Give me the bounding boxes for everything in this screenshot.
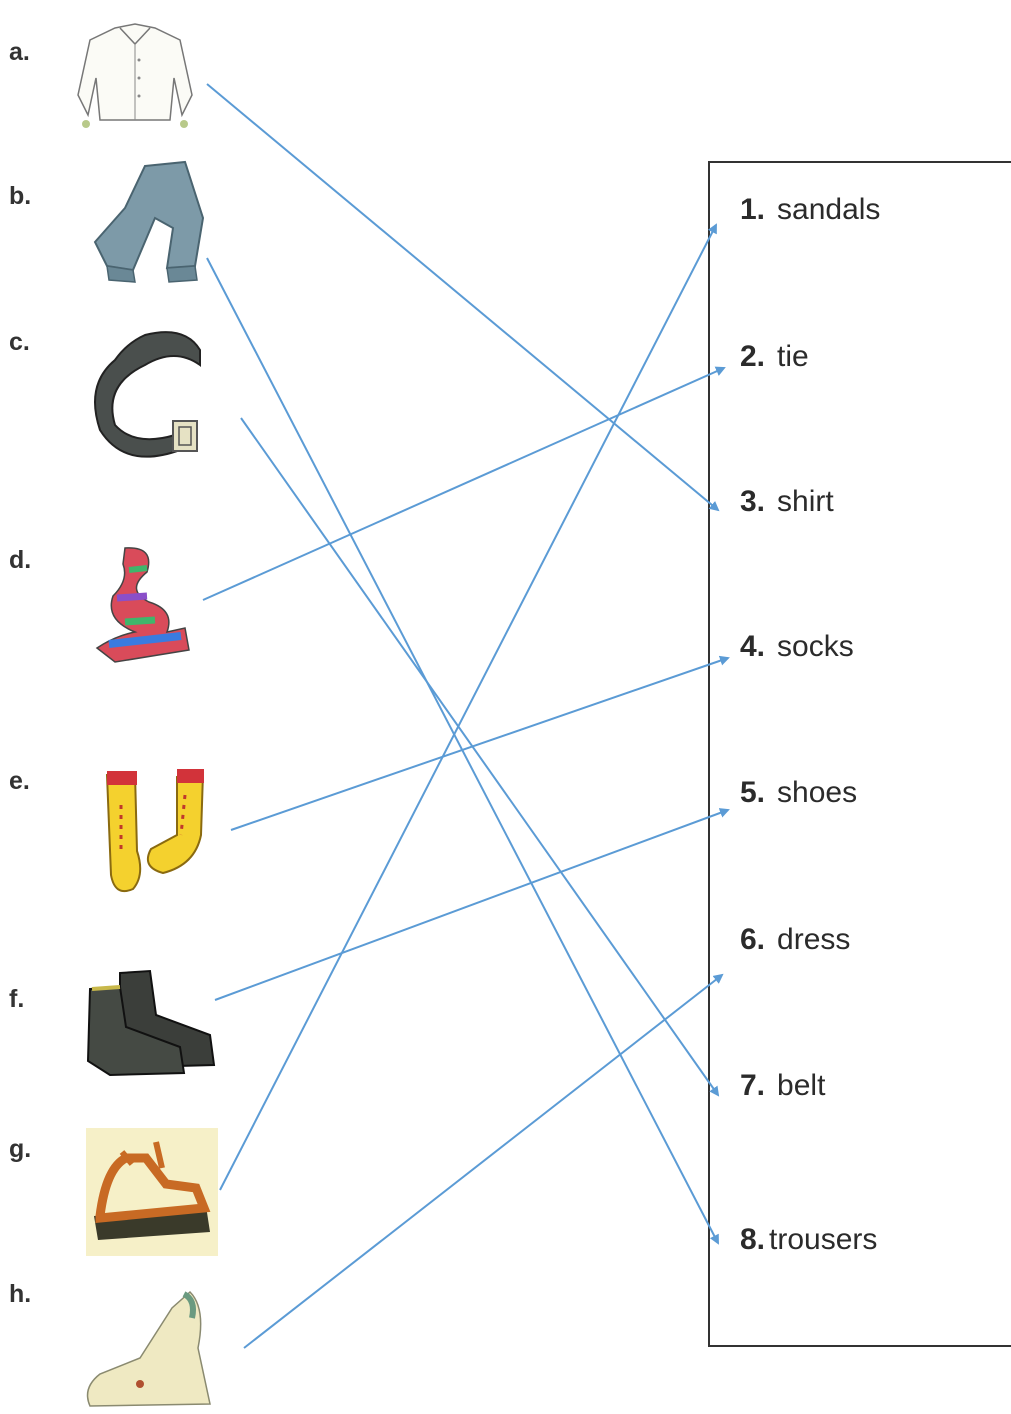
link-f-5 bbox=[214, 808, 730, 1001]
link-g-1 bbox=[219, 223, 717, 1191]
word-1: 1.sandals bbox=[740, 193, 881, 226]
word-3: 3.shirt bbox=[740, 485, 834, 518]
shirt-icon bbox=[77, 23, 193, 128]
word-7: 7.belt bbox=[740, 1069, 826, 1102]
link-h-6 bbox=[243, 973, 724, 1349]
link-e-4 bbox=[230, 655, 730, 831]
word-list-box bbox=[708, 161, 1011, 1347]
letter-a: a. bbox=[9, 38, 30, 66]
letter-h: h. bbox=[9, 1280, 32, 1308]
word-4: 4.socks bbox=[740, 630, 854, 663]
letter-d: d. bbox=[9, 546, 32, 574]
letter-e: e. bbox=[9, 767, 30, 795]
link-c-7 bbox=[240, 417, 720, 1097]
trousers-icon bbox=[93, 160, 205, 283]
word-6: 6.dress bbox=[740, 923, 851, 956]
socks-icon bbox=[105, 769, 205, 893]
word-8: 8.trousers bbox=[740, 1223, 878, 1256]
sandals-icon bbox=[86, 1128, 218, 1256]
tie-icon bbox=[95, 547, 190, 663]
dress-icon bbox=[86, 1290, 211, 1407]
shoes-icon bbox=[86, 969, 216, 1077]
letter-b: b. bbox=[9, 182, 32, 210]
word-5: 5.shoes bbox=[740, 776, 858, 809]
link-d-2 bbox=[202, 366, 726, 601]
word-2: 2.tie bbox=[740, 340, 809, 373]
link-a-3 bbox=[206, 83, 720, 512]
letter-c: c. bbox=[9, 328, 30, 356]
belt-icon bbox=[94, 331, 201, 458]
letter-g: g. bbox=[9, 1135, 32, 1163]
letter-f: f. bbox=[9, 985, 25, 1013]
